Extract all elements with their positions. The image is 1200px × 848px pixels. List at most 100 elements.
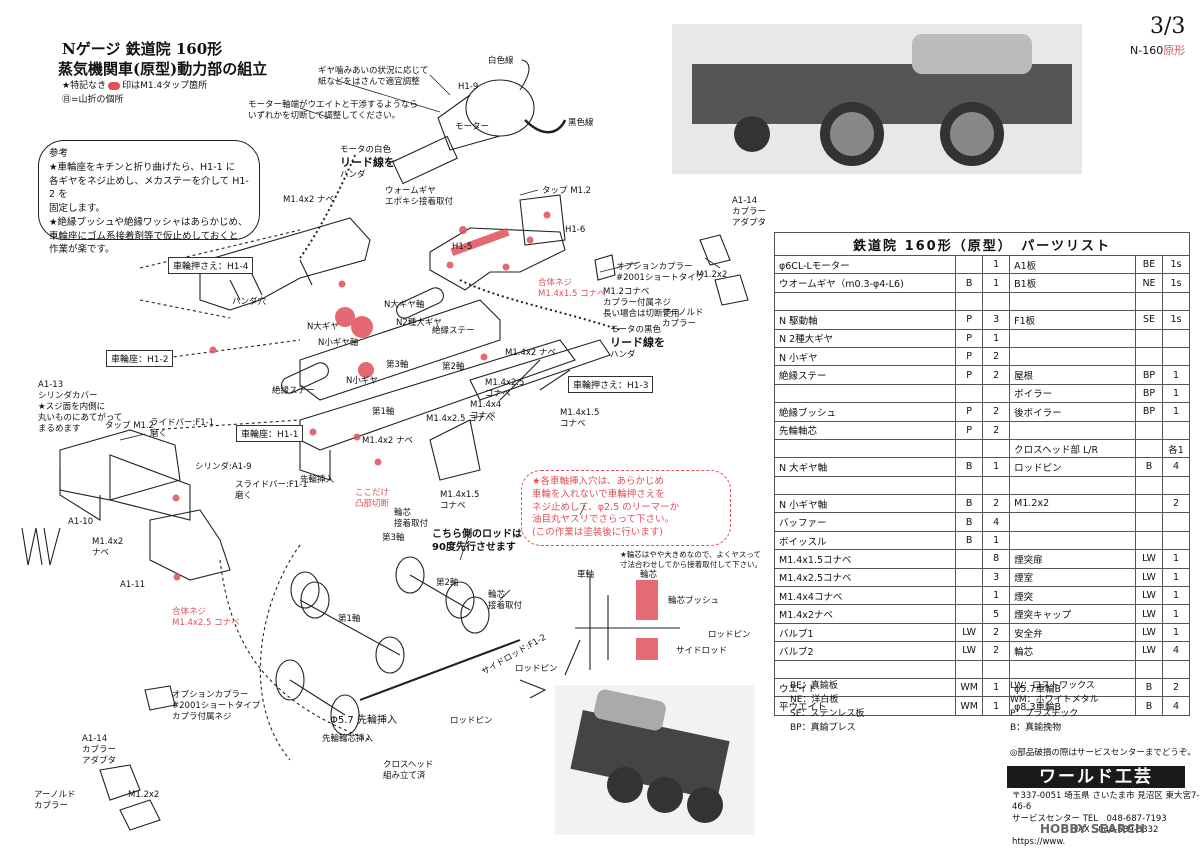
parts-cell: B <box>955 494 984 514</box>
parts-cell: 屋根 <box>1009 365 1136 385</box>
parts-cell: 1s <box>1162 254 1190 275</box>
parts-cell: 1 <box>982 530 1011 551</box>
parts-cell: B <box>955 273 984 293</box>
parts-cell: バッファー <box>773 512 957 532</box>
red-mark-icon <box>108 81 121 90</box>
parts-cell: M1.4x1.5コナベ <box>773 549 957 569</box>
reference-note: 参考 ★車輪座をキチンと折り曲げたら、H1-1 に 各ギヤをネジ止めし、メカステ… <box>38 140 260 255</box>
parts-cell: 1 <box>982 586 1011 606</box>
m14x2-nabe-top-label: M1.4x2 ナベ <box>283 195 334 205</box>
option-coupler-bottom-label: オプションカプラー#2001ショートタイプカプラ付属ネジ <box>172 690 261 723</box>
parts-cell: 輪芯 <box>1009 641 1136 661</box>
parts-cell: N 大ギヤ軸 <box>773 457 957 477</box>
parts-cell <box>955 291 984 312</box>
phi57-label: Φ5.7 先輪挿入 <box>330 715 397 726</box>
parts-cell: N 2種大ギヤ <box>773 328 957 348</box>
parts-cell <box>1009 328 1136 348</box>
parts-cell: 1 <box>982 273 1011 293</box>
page-number: 3/3 <box>1150 14 1186 39</box>
parts-cell <box>1135 475 1163 496</box>
rod-pin-label: ロッドピン <box>515 664 558 674</box>
parts-cell <box>1009 659 1136 679</box>
h16-label: H1-6 <box>565 225 586 235</box>
axle-label: 第3軸 <box>386 360 409 370</box>
parts-cell: 1 <box>1162 622 1190 643</box>
parts-cell: B <box>955 530 984 551</box>
parts-cell <box>1009 512 1136 532</box>
axle-hole-warning: ★各車軸挿入穴は、あらかじめ 車輪を入れないで車輪押さえを ネジ止めして、φ2.… <box>521 470 731 546</box>
model-number: N-160原形 <box>1130 44 1186 57</box>
gear-label: N大ギヤ <box>307 322 339 332</box>
parts-cell: 1 <box>1162 365 1190 385</box>
parts-cell: P <box>955 346 984 367</box>
parts-cell: LW <box>1135 549 1163 569</box>
gear-label: N小ギヤ軸 <box>318 338 359 348</box>
detail-bushing-label: 輪芯ブッシュ <box>668 596 720 606</box>
gear-note: ギヤ噛みあいの状況に応じて紙などをはさんで適宜調整 <box>318 66 429 88</box>
detail-siderod-label: サイドロッド <box>676 646 728 656</box>
parts-cell <box>955 549 984 569</box>
parts-row <box>773 291 1190 312</box>
parts-cell: LW <box>1135 567 1163 588</box>
service-notice: ◎部品破損の際はサービスセンターまでどうぞ。 <box>1010 748 1196 758</box>
parts-cell: 絶縁ブッシュ <box>773 402 957 422</box>
parts-cell: ボイラー <box>1009 383 1136 404</box>
parts-cell: 5 <box>982 604 1011 624</box>
parts-cell: LW <box>1135 586 1163 606</box>
parts-cell: 1 <box>1162 586 1190 606</box>
wheel-press-h14-label: 車輪押さえ：H1-4 <box>168 257 254 274</box>
parts-row <box>773 475 1190 496</box>
parts-cell: A1板 <box>1009 254 1136 275</box>
website-link[interactable]: https://www. <box>1012 836 1066 847</box>
parts-cell: BE <box>1135 254 1163 275</box>
parts-cell: 煙突キャップ <box>1009 604 1136 624</box>
cut-here-label: ここだけ凸部切断 <box>355 488 390 510</box>
parts-cell <box>773 659 957 679</box>
parts-list-title: 鉄道院 160形（原型） パーツリスト <box>774 232 1190 256</box>
parts-cell <box>1009 475 1136 496</box>
parts-cell: N 小ギヤ <box>773 346 957 367</box>
parts-cell: BP <box>1135 402 1163 422</box>
wheel-core-label-2: 輪芯接着取付 <box>488 590 523 612</box>
option-coupler-top-label: オプションカプラー#2001ショートタイプ <box>616 262 705 284</box>
parts-cell <box>982 383 1011 404</box>
parts-cell: 2 <box>982 494 1011 514</box>
motor-white-lead-note: モータの白色リード線をハンダ <box>340 145 395 181</box>
parts-cell: 2 <box>982 641 1011 661</box>
parts-cell: 安全弁 <box>1009 622 1136 643</box>
a111-label: A1-11 <box>120 580 146 590</box>
parts-cell <box>1162 328 1190 348</box>
motor-label: モーター <box>455 122 490 132</box>
arnold-coupler-top-label: アーノルドカプラー <box>662 308 704 330</box>
h19-label: H1-9 <box>458 82 479 92</box>
parts-cell <box>982 291 1011 312</box>
parts-cell: 2 <box>1162 494 1190 514</box>
screw-label: M1.4x2.5 コナベ <box>426 414 494 424</box>
parts-cell: F1板 <box>1009 310 1136 330</box>
detail-core-label: 輪芯 <box>640 570 658 580</box>
parts-cell <box>1162 291 1190 312</box>
parts-cell: 絶縁ステー <box>773 365 957 385</box>
parts-cell: 1 <box>982 677 1011 698</box>
parts-cell: 2 <box>982 346 1011 367</box>
material-legend-left: BE：真鍮板 NE：洋白板 SE：ステンレス板 BP：真鍮プレス <box>790 681 865 733</box>
gear-label: N2種大ギヤ <box>396 318 442 328</box>
parts-cell: 1 <box>1162 383 1190 404</box>
parts-cell: 1 <box>1162 567 1190 588</box>
